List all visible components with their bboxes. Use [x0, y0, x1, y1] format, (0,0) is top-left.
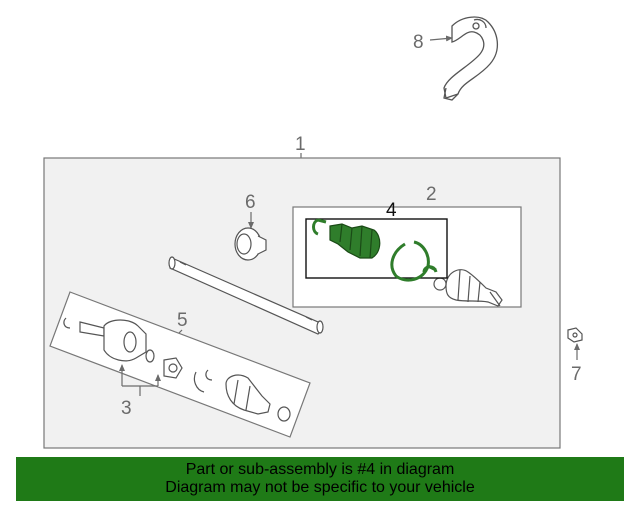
callout-3[interactable]: 3: [121, 398, 132, 419]
callout-1[interactable]: 1: [295, 134, 306, 155]
info-banner: Part or sub-assembly is #4 in diagram Di…: [16, 457, 624, 501]
callout-8[interactable]: 8: [413, 32, 424, 53]
banner-line-1: Part or sub-assembly is #4 in diagram: [185, 461, 455, 478]
leader-8: [429, 35, 453, 42]
bolt-part-7[interactable]: [567, 327, 583, 343]
boot-kit-part-4[interactable]: [312, 218, 438, 282]
callout-4[interactable]: 4: [386, 200, 397, 221]
bracket-part-8[interactable]: [443, 16, 498, 101]
damper-part-6[interactable]: [234, 227, 267, 261]
callout-2[interactable]: 2: [426, 184, 437, 205]
callout-5[interactable]: 5: [177, 310, 188, 331]
outer-boot-part-2[interactable]: [433, 269, 503, 307]
callout-7[interactable]: 7: [571, 364, 582, 385]
intermediate-shaft: [168, 256, 324, 335]
leader-3: [119, 364, 161, 396]
banner-line-2: Diagram may not be specific to your vehi…: [165, 479, 475, 496]
inboard-joint-part-5[interactable]: [63, 317, 291, 422]
callout-6[interactable]: 6: [245, 192, 256, 213]
